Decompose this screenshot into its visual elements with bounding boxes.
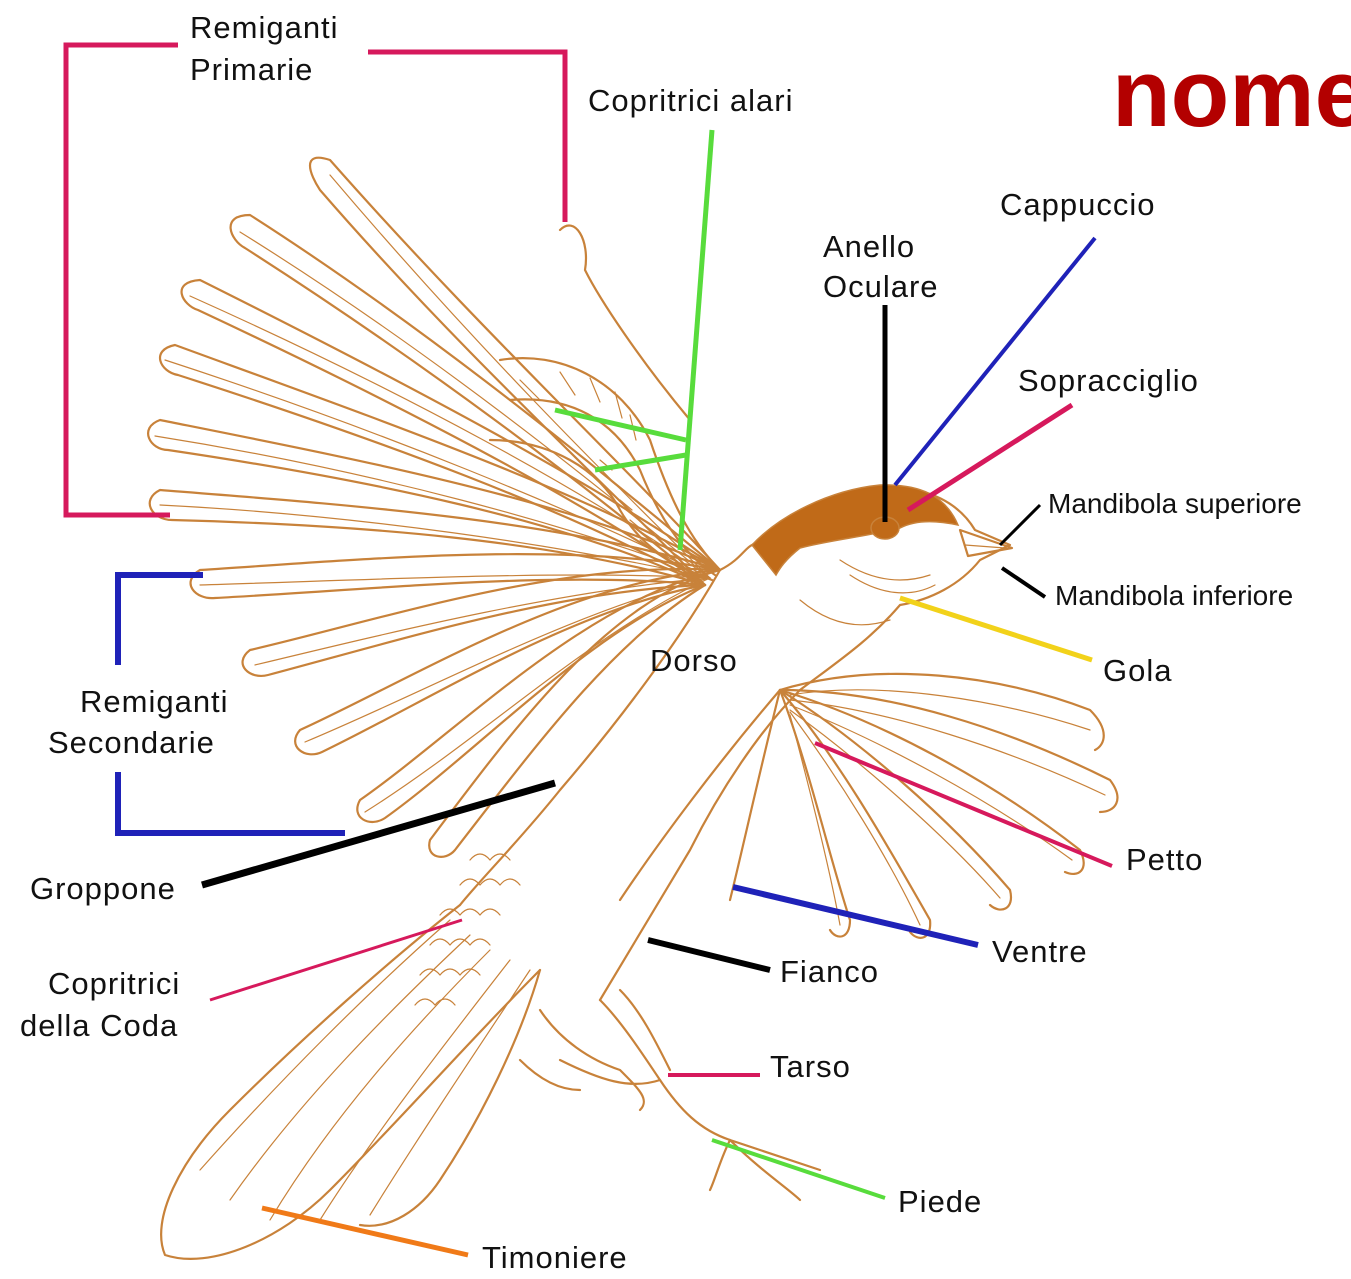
right-wing — [620, 674, 1117, 938]
bird-tail — [161, 905, 540, 1259]
label-gola: Gola — [1103, 653, 1172, 688]
leader-piede — [712, 1140, 885, 1198]
leader-copritrici-alari — [680, 130, 712, 550]
label-fianco: Fianco — [780, 954, 879, 989]
label-tarso: Tarso — [770, 1049, 851, 1084]
label-sopracciglio: Sopracciglio — [1018, 363, 1199, 398]
leader-petto — [815, 743, 1112, 866]
label-timoniere: Timoniere — [482, 1240, 628, 1275]
left-wing — [148, 158, 720, 857]
bird-illustration — [148, 158, 1117, 1259]
label-anello-oculare-2: Oculare — [823, 269, 939, 304]
label-remiganti-primarie-1: Remiganti — [190, 10, 339, 45]
label-remiganti-secondarie-2: Secondarie — [48, 725, 215, 760]
leader-ventre — [733, 887, 978, 945]
leader-timoniere — [262, 1208, 468, 1255]
label-copritrici-alari: Copritrici alari — [588, 83, 793, 118]
label-mandibola-inferiore: Mandibola inferiore — [1055, 580, 1293, 611]
label-cappuccio: Cappuccio — [1000, 187, 1155, 222]
label-petto: Petto — [1126, 842, 1203, 877]
label-copritrici-coda-2: della Coda — [20, 1008, 178, 1043]
bracket-remiganti-secondarie-bottom — [118, 772, 345, 833]
diagram-title: nomenclatura — [1112, 40, 1351, 147]
leader-fianco — [648, 940, 770, 970]
label-remiganti-primarie-2: Primarie — [190, 52, 313, 87]
label-ventre: Ventre — [992, 934, 1088, 969]
label-mandibola-superiore: Mandibola superiore — [1048, 488, 1302, 519]
leader-copritrici-coda — [210, 920, 462, 1000]
label-piede: Piede — [898, 1184, 982, 1219]
bracket-remiganti-primarie — [66, 45, 178, 515]
label-dorso: Dorso — [650, 643, 738, 678]
label-copritrici-coda-1: Copritrici — [48, 966, 180, 1001]
label-remiganti-secondarie-1: Remiganti — [80, 684, 229, 719]
label-anello-oculare-1: Anello — [823, 229, 915, 264]
leader-copritrici-alari-b — [595, 455, 686, 470]
bracket-remiganti-secondarie-top — [118, 575, 203, 665]
leader-mandibola-inferiore — [1002, 568, 1045, 597]
label-groppone: Groppone — [30, 871, 176, 906]
leader-mandibola-superiore — [1000, 505, 1040, 545]
bird-legs — [520, 990, 820, 1200]
bracket-remiganti-primarie-right — [368, 52, 565, 222]
labels: Remiganti Primarie Copritrici alari Capp… — [20, 10, 1302, 1275]
